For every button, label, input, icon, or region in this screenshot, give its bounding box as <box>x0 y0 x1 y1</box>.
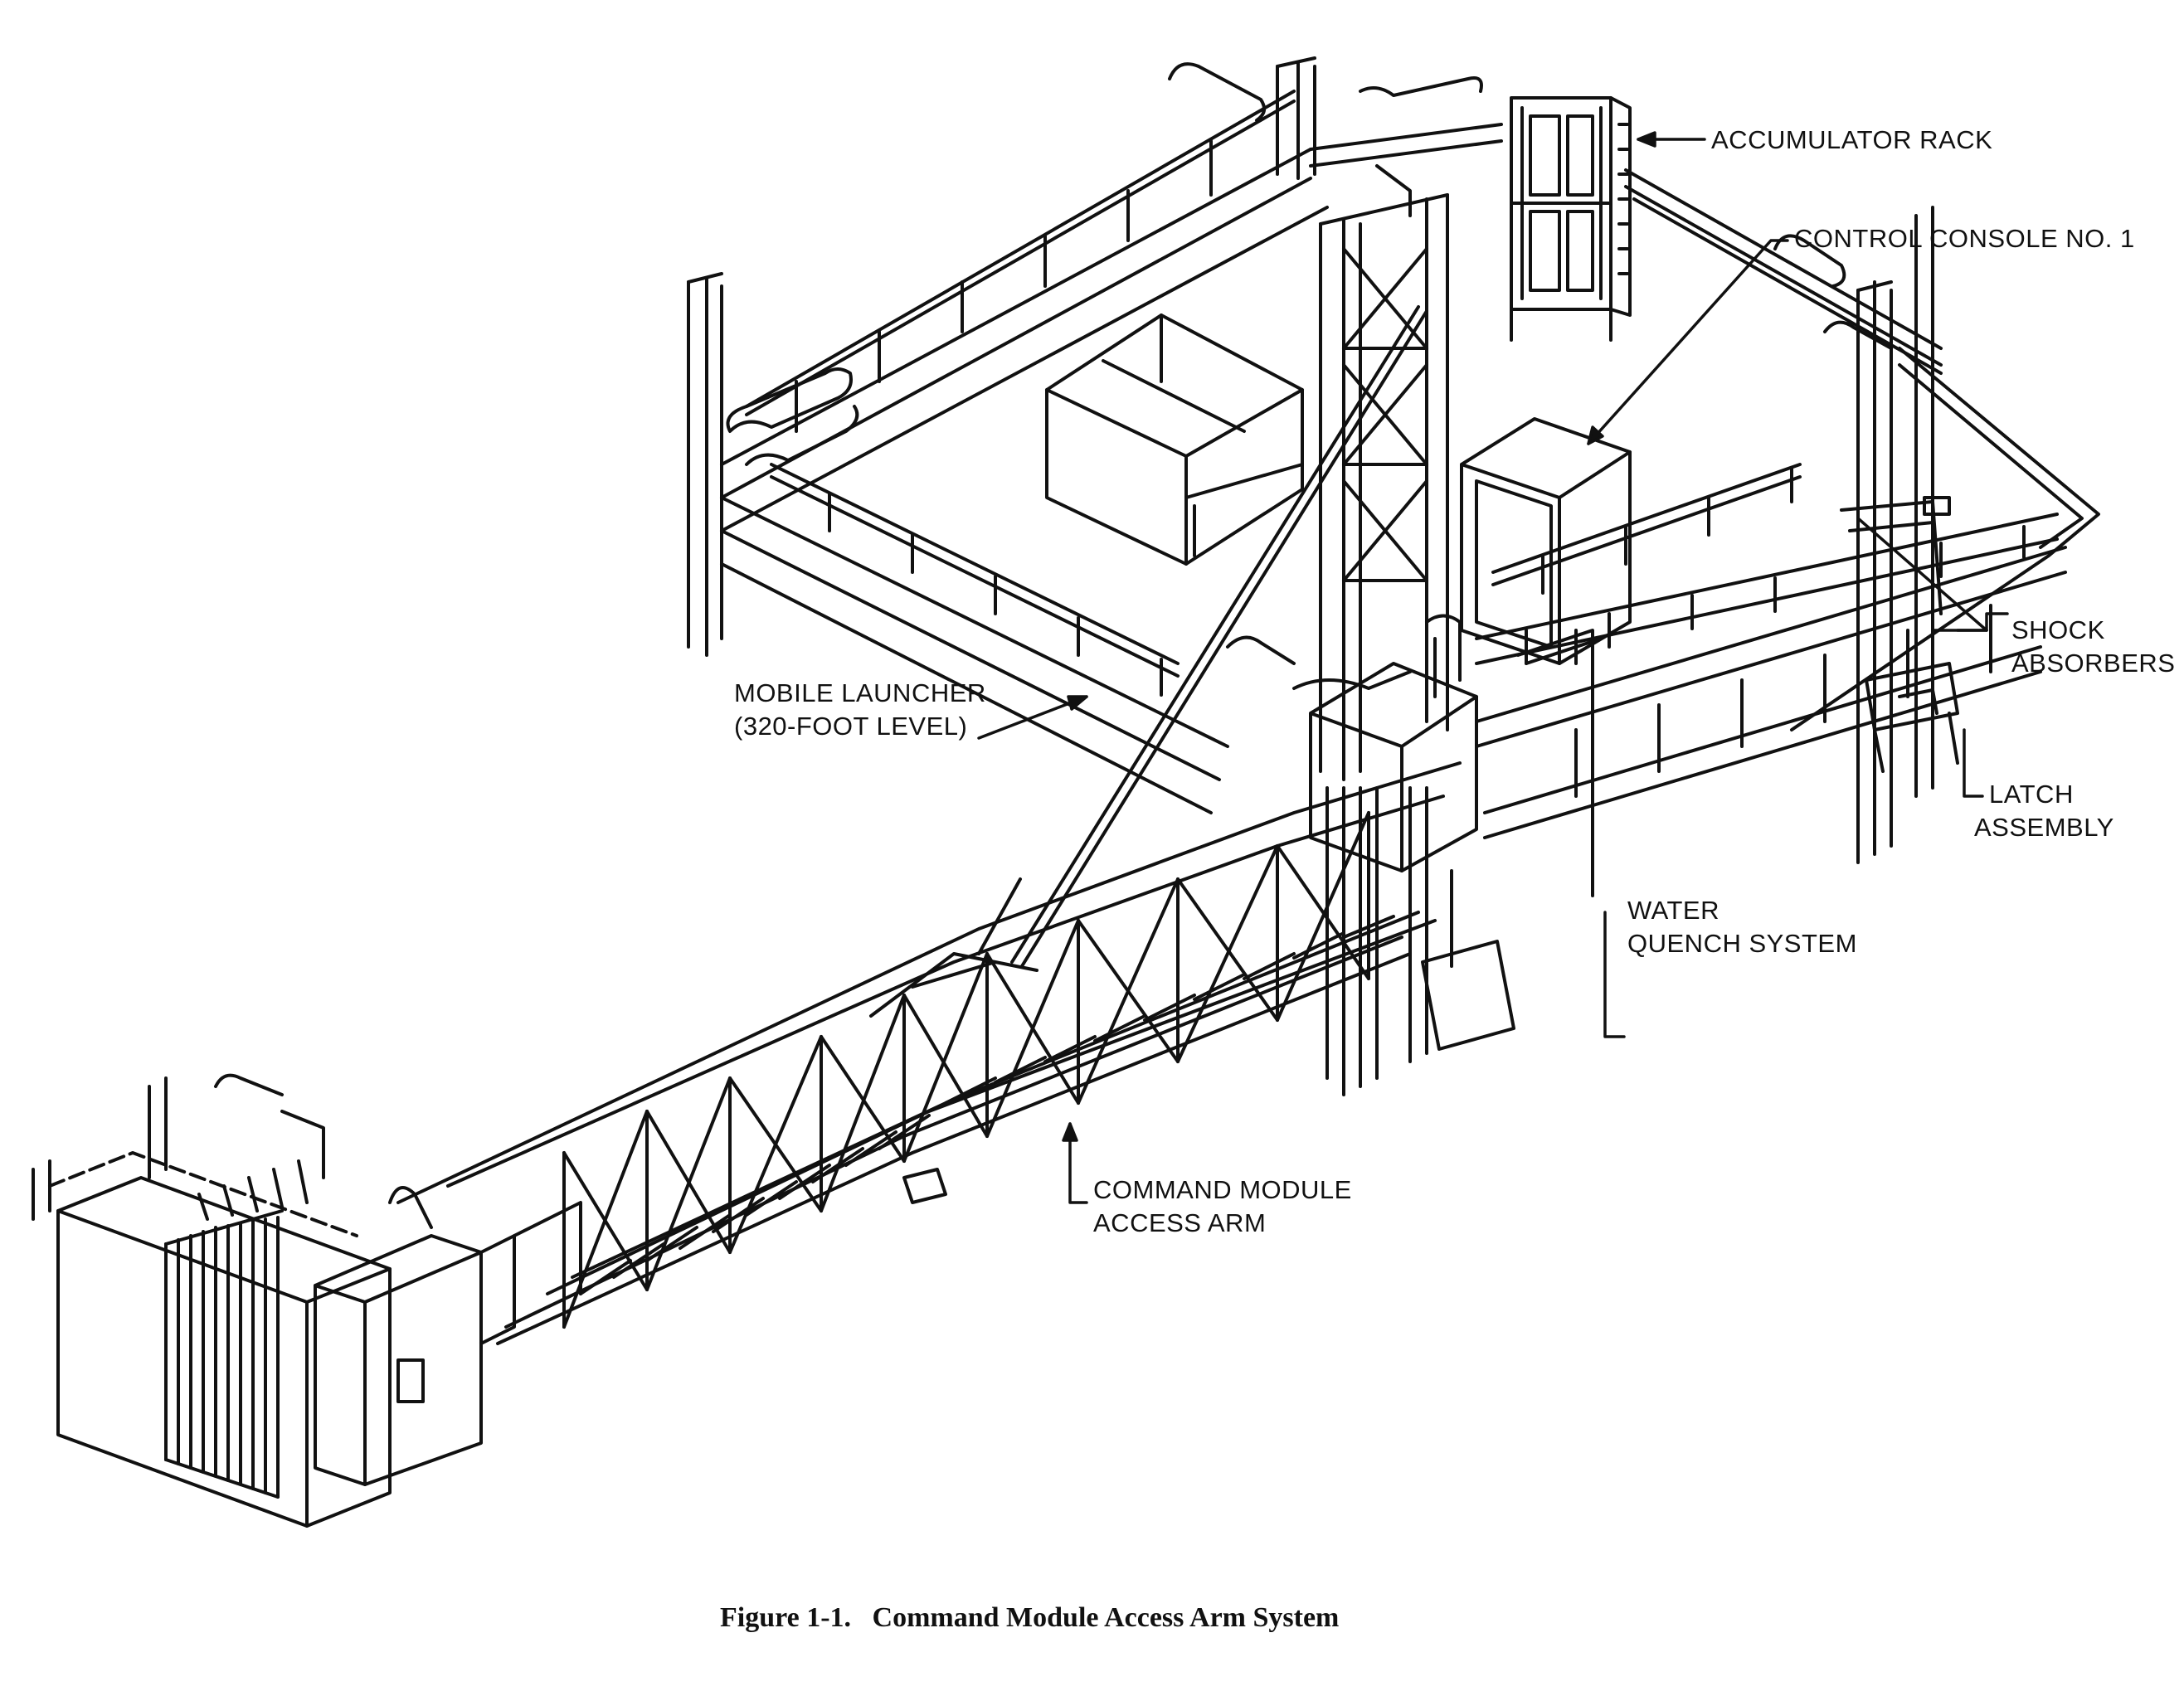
latch-assembly-line-2: ASSEMBLY <box>1974 813 2114 842</box>
shock-absorbers-label: SHOCK ABSORBERS <box>2011 614 2175 680</box>
latch-assembly-label: LATCH ASSEMBLY <box>1974 778 2114 844</box>
mobile-launcher-line-1: MOBILE LAUNCHER <box>734 678 986 707</box>
accumulator-rack-text: ACCUMULATOR RACK <box>1711 125 1993 154</box>
environmental-chamber <box>32 1073 582 1528</box>
water-quench-line-2: QUENCH SYSTEM <box>1627 929 1857 958</box>
control-console-text: CONTROL CONSOLE NO. 1 <box>1794 224 2135 253</box>
swing-arm-tower <box>1319 164 1449 1096</box>
shock-absorbers-line-1: SHOCK <box>2011 615 2105 644</box>
access-arm-line-2: ACCESS ARM <box>1093 1208 1267 1237</box>
mobile-launcher-line-2: (320-FOOT LEVEL) <box>734 712 968 741</box>
water-quench-line-1: WATER <box>1627 896 1719 925</box>
water-quench-label: WATER QUENCH SYSTEM <box>1627 894 1857 960</box>
control-console-label: CONTROL CONSOLE NO. 1 <box>1794 222 2135 255</box>
access-arm-label: COMMAND MODULE ACCESS ARM <box>1093 1174 1352 1240</box>
control-console-drawing <box>1460 417 1632 665</box>
figure-caption: Figure 1-1. Command Module Access Arm Sy… <box>720 1602 1340 1633</box>
right-deck-platform <box>1475 168 2100 864</box>
accumulator-rack-drawing <box>1510 96 1632 342</box>
access-arm-line-1: COMMAND MODULE <box>1093 1175 1352 1204</box>
access-arm-truss <box>396 761 1462 1345</box>
leader-lines <box>977 131 2009 1204</box>
mobile-launcher-label: MOBILE LAUNCHER (320-FOOT LEVEL) <box>734 677 986 743</box>
deck-enclosure <box>1045 313 1304 566</box>
accumulator-rack-label: ACCUMULATOR RACK <box>1711 124 1992 157</box>
shock-absorbers-line-2: ABSORBERS <box>2011 649 2176 678</box>
support-cable <box>1010 305 1428 968</box>
latch-assembly-line-1: LATCH <box>1989 780 2074 809</box>
